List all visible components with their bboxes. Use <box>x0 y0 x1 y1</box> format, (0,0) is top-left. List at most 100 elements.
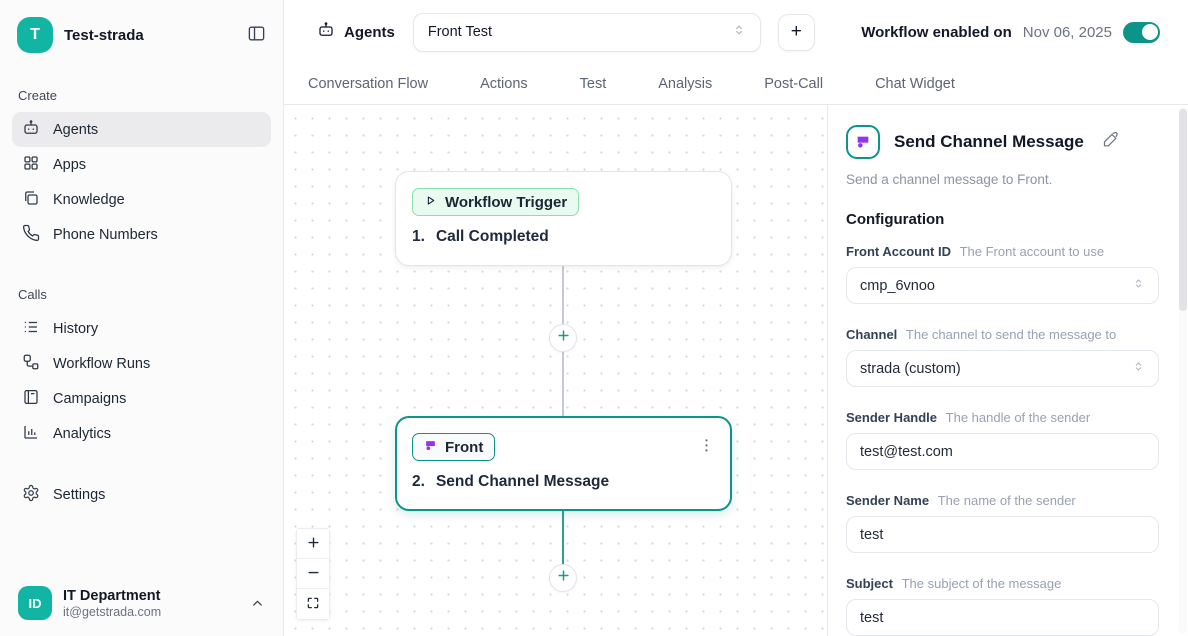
node-send-channel-message[interactable]: Front 2. Send Channel Message <box>395 416 732 511</box>
front-logo-icon <box>424 439 437 456</box>
tab-test[interactable]: Test <box>579 76 607 92</box>
chevron-up-icon <box>250 596 265 611</box>
user-menu[interactable]: ID IT Department it@getstrada.com <box>12 578 271 628</box>
field-subject: Subject The subject of the message <box>846 576 1164 636</box>
field-hint: The Front account to use <box>959 244 1105 259</box>
fit-view-icon <box>306 596 320 613</box>
sidebar-item-workflow-runs[interactable]: Workflow Runs <box>12 346 271 381</box>
chevron-up-down-icon <box>732 23 746 41</box>
chevron-up-down-icon <box>1132 360 1145 377</box>
add-step-button[interactable] <box>549 564 577 592</box>
robot-icon <box>317 21 335 43</box>
channel-select[interactable]: strada (custom) <box>846 350 1159 387</box>
sidebar-item-agents[interactable]: Agents <box>12 112 271 147</box>
field-hint: The name of the sender <box>937 493 1076 508</box>
sidebar-section-create: Create <box>18 88 58 103</box>
sidebar-item-label: Apps <box>53 156 87 173</box>
user-email: it@getstrada.com <box>63 605 162 620</box>
workflow-status-text: Workflow enabled on <box>861 23 1012 41</box>
chevron-up-down-icon <box>1132 277 1145 294</box>
subject-input[interactable] <box>846 599 1159 636</box>
tab-post-call[interactable]: Post-Call <box>764 76 824 92</box>
bar-chart-icon <box>22 423 40 445</box>
sidebar-item-label: Campaigns <box>53 390 127 407</box>
workflow-icon <box>22 353 40 375</box>
front-account-id-select[interactable]: cmp_6vnoo <box>846 267 1159 304</box>
sidebar-item-knowledge[interactable]: Knowledge <box>12 182 271 217</box>
add-agent-button[interactable]: + <box>777 13 815 51</box>
topbar: Agents Front Test + Workflow enabled on … <box>284 0 1188 64</box>
agent-select[interactable]: Front Test <box>412 12 761 52</box>
node-title: 2. Send Channel Message <box>412 473 715 491</box>
robot-icon <box>22 119 40 141</box>
workspace-header: T Test-strada <box>12 0 271 70</box>
workspace-avatar: T <box>17 17 53 53</box>
sidebar-item-phone-numbers[interactable]: Phone Numbers <box>12 217 271 252</box>
play-icon <box>424 194 437 211</box>
field-sender-handle: Sender Handle The handle of the sender <box>846 410 1164 470</box>
sidebar-item-label: Phone Numbers <box>53 226 158 243</box>
node-config-panel: Send Channel Message Send a channel mess… <box>827 105 1188 636</box>
workflow-canvas[interactable]: Workflow Trigger 1. Call Completed <box>284 105 827 636</box>
field-label: Front Account ID <box>846 244 951 259</box>
step-title: Call Completed <box>435 228 549 245</box>
sender-name-input[interactable] <box>846 516 1159 553</box>
field-label: Sender Handle <box>846 410 938 425</box>
plus-icon: + <box>790 21 802 42</box>
zoom-in-icon <box>306 535 321 553</box>
panel-header: Send Channel Message <box>846 125 1164 159</box>
add-step-button[interactable] <box>549 324 577 352</box>
node-menu-button[interactable] <box>699 436 714 459</box>
sidebar-item-settings[interactable]: Settings <box>12 477 271 512</box>
edit-title-button[interactable] <box>1102 131 1119 152</box>
badge-label: Front <box>445 438 484 456</box>
badge-label: Workflow Trigger <box>445 193 568 211</box>
sidebar-item-label: Workflow Runs <box>53 355 151 372</box>
field-label: Sender Name <box>846 493 930 508</box>
tab-chat-widget[interactable]: Chat Widget <box>875 76 955 92</box>
tab-actions[interactable]: Actions <box>480 76 528 92</box>
workspace-name: Test-strada <box>64 26 144 44</box>
zoom-in-button[interactable] <box>297 529 329 559</box>
sidebar-item-apps[interactable]: Apps <box>12 147 271 182</box>
zoom-out-button[interactable] <box>297 559 329 589</box>
fit-view-button[interactable] <box>297 589 329 619</box>
sidebar-item-label: Knowledge <box>53 191 125 208</box>
sender-handle-input[interactable] <box>846 433 1159 470</box>
sidebar-collapse-button[interactable] <box>247 24 266 46</box>
select-value: cmp_6vnoo <box>860 277 935 294</box>
workflow-trigger-badge: Workflow Trigger <box>412 188 580 216</box>
node-title: 1. Call Completed <box>412 228 715 246</box>
field-channel: Channel The channel to send the message … <box>846 327 1164 387</box>
user-info: IT Department it@getstrada.com <box>63 587 161 619</box>
campaign-icon <box>22 388 40 410</box>
field-hint: The handle of the sender <box>945 410 1091 425</box>
gear-icon <box>22 484 40 506</box>
configuration-heading: Configuration <box>846 211 945 228</box>
pages-icon <box>22 189 40 211</box>
sidebar-item-analytics[interactable]: Analytics <box>12 416 271 451</box>
node-workflow-trigger[interactable]: Workflow Trigger 1. Call Completed <box>395 171 732 266</box>
zoom-out-icon <box>306 565 321 583</box>
kebab-icon <box>699 439 714 459</box>
field-label: Subject <box>846 576 893 591</box>
context-agents: Agents <box>317 21 395 43</box>
sidebar: T Test-strada Create Agents <box>0 0 284 636</box>
sidebar-item-label: History <box>53 320 99 337</box>
tab-bar: Conversation Flow Actions Test Analysis … <box>284 64 1188 105</box>
sidebar-item-history[interactable]: History <box>12 311 271 346</box>
field-hint: The channel to send the message to <box>905 327 1117 342</box>
user-name: IT Department <box>63 587 161 604</box>
panel-scrollbar-track <box>1179 107 1187 634</box>
workflow-status: Workflow enabled on Nov 06, 2025 <box>861 21 1160 43</box>
workflow-enabled-toggle[interactable] <box>1123 21 1160 43</box>
agent-select-value: Front Test <box>427 24 493 40</box>
tab-conversation-flow[interactable]: Conversation Flow <box>308 76 429 92</box>
grid-icon <box>22 154 40 176</box>
sidebar-item-campaigns[interactable]: Campaigns <box>12 381 271 416</box>
workflow-status-date: Nov 06, 2025 <box>1022 23 1112 41</box>
panel-scrollbar-thumb[interactable] <box>1179 109 1187 311</box>
tab-analysis[interactable]: Analysis <box>658 76 713 92</box>
sidebar-item-label: Agents <box>53 121 99 138</box>
select-value: strada (custom) <box>860 360 961 377</box>
